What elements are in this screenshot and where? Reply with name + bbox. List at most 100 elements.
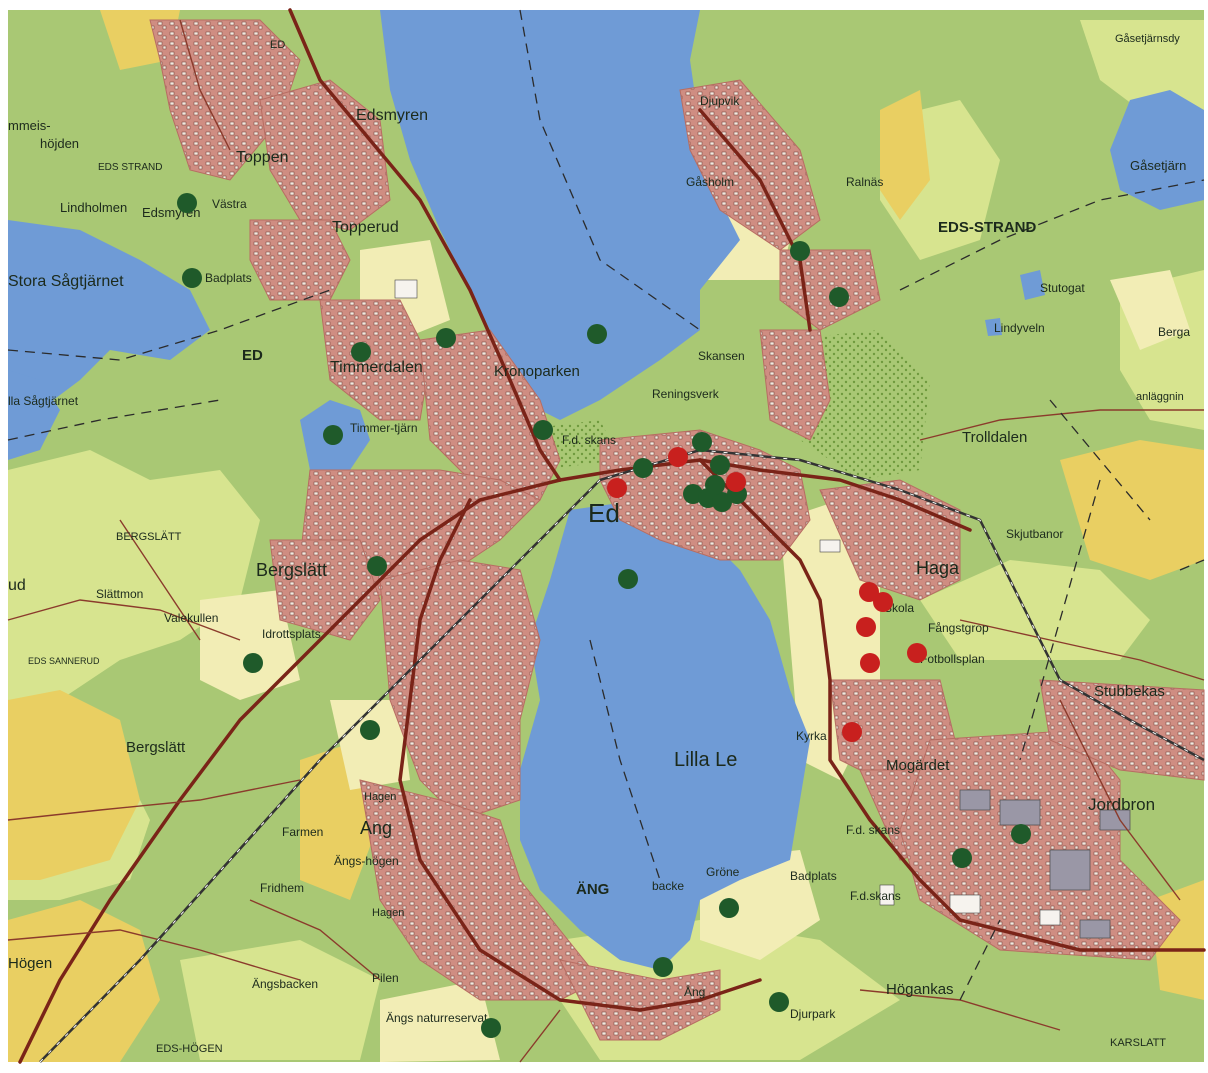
red-marker[interactable] bbox=[726, 472, 746, 492]
red-marker[interactable] bbox=[907, 643, 927, 663]
label-mmeis: mmeis- bbox=[8, 118, 51, 133]
green-marker[interactable] bbox=[710, 455, 730, 475]
pond-lindyveln bbox=[985, 318, 1002, 336]
label-badplats2: Badplats bbox=[790, 869, 837, 883]
label-vastra: Västra bbox=[212, 197, 247, 211]
lake-gasetjarn bbox=[1110, 90, 1204, 210]
green-marker[interactable] bbox=[360, 720, 380, 740]
label-idrottsplats: Idrottsplats bbox=[262, 627, 321, 641]
label-berga: Berga bbox=[1158, 325, 1190, 339]
label-lilla-sagtjarnet: lla Sågtjärnet bbox=[8, 394, 79, 408]
label-ang-big: Ang bbox=[360, 818, 392, 838]
label-karslatt: KARSLATT bbox=[1110, 1037, 1166, 1049]
label-fangstgrop: Fångstgrop bbox=[928, 621, 989, 635]
white-buildings bbox=[394, 279, 1061, 926]
green-marker[interactable] bbox=[692, 432, 712, 452]
green-marker[interactable] bbox=[182, 268, 202, 288]
green-marker[interactable] bbox=[705, 475, 725, 495]
green-marker[interactable] bbox=[769, 992, 789, 1012]
red-marker[interactable] bbox=[859, 582, 879, 602]
label-hogankas: Högankas bbox=[886, 981, 954, 998]
label-reningsverk: Reningsverk bbox=[652, 387, 720, 401]
green-marker[interactable] bbox=[177, 193, 197, 213]
label-eds-hogen: EDS-HÖGEN bbox=[156, 1043, 223, 1055]
label-kyrka: Kyrka bbox=[796, 729, 827, 743]
label-haga: Haga bbox=[916, 558, 960, 578]
green-marker[interactable] bbox=[683, 484, 703, 504]
label-gasholm: Gåsholm bbox=[686, 175, 734, 189]
label-stutogat: Stutogat bbox=[1040, 281, 1085, 295]
lake-lilla-le bbox=[520, 500, 810, 970]
red-marker[interactable] bbox=[856, 617, 876, 637]
green-marker[interactable] bbox=[367, 556, 387, 576]
green-marker[interactable] bbox=[533, 420, 553, 440]
label-angs-naturreservat: Ängs naturreservat bbox=[386, 1011, 488, 1025]
label-hojden: höjden bbox=[40, 136, 79, 151]
label-ed-center: Ed bbox=[588, 498, 620, 528]
green-marker[interactable] bbox=[587, 324, 607, 344]
green-marker[interactable] bbox=[712, 492, 732, 512]
label-angs-hogen: Ängs-högen bbox=[334, 854, 399, 868]
label-aang: Ång bbox=[684, 984, 705, 999]
green-marker[interactable] bbox=[323, 425, 343, 445]
green-marker[interactable] bbox=[481, 1018, 501, 1038]
boundary-lines bbox=[7, 9, 1205, 1001]
label-toppen: Toppen bbox=[236, 149, 289, 166]
label-kronoparken: Kronoparken bbox=[494, 363, 580, 380]
green-marker[interactable] bbox=[243, 653, 263, 673]
label-slattmon: Slättmon bbox=[96, 587, 143, 601]
label-farmen: Farmen bbox=[282, 825, 323, 839]
red-marker[interactable] bbox=[873, 592, 893, 612]
label-jordbron: Jordbron bbox=[1088, 795, 1155, 814]
label-mogardet: Mogärdet bbox=[886, 757, 950, 774]
label-badplats1: Badplats bbox=[205, 271, 252, 285]
green-marker[interactable] bbox=[633, 458, 653, 478]
label-stubbekas: Stubbekas bbox=[1094, 683, 1165, 700]
label-topperud: Topperud bbox=[332, 219, 399, 236]
label-gasetjarnsdy: Gåsetjärnsdy bbox=[1115, 33, 1180, 45]
label-fotbollsplan: Fotbollsplan bbox=[920, 652, 985, 666]
label-gasetjarn: Gåsetjärn bbox=[1130, 158, 1186, 173]
label-ang-cap: ÄNG bbox=[576, 881, 609, 898]
green-marker[interactable] bbox=[790, 241, 810, 261]
label-skansen: Skansen bbox=[698, 349, 745, 363]
red-marker[interactable] bbox=[842, 722, 862, 742]
green-marker[interactable] bbox=[719, 898, 739, 918]
label-djurpark: Djurpark bbox=[790, 1007, 836, 1021]
label-backe: backe bbox=[652, 879, 684, 893]
green-marker[interactable] bbox=[829, 287, 849, 307]
red-marker[interactable] bbox=[860, 653, 880, 673]
main-roads bbox=[18, 8, 1206, 1064]
place-labels: Edsmyren Djupvik Gåsetjärnsdy Gåsetjärn … bbox=[8, 33, 1190, 1055]
label-skjutbanor: Skjutbanor bbox=[1006, 527, 1063, 541]
label-eds-sannerud: EDS SANNERUD bbox=[28, 656, 100, 666]
label-timmerdalen: Timmerdalen bbox=[330, 359, 423, 376]
label-valekullen: Valekullen bbox=[164, 611, 218, 625]
label-angsbacken: Ängsbacken bbox=[252, 977, 318, 991]
green-markers[interactable] bbox=[177, 193, 1031, 1038]
green-marker[interactable] bbox=[952, 848, 972, 868]
label-stora-sagtjarnet: Stora Sågtjärnet bbox=[8, 272, 124, 290]
label-eds-strand-e: EDS-STRAND bbox=[938, 219, 1037, 236]
label-djupvik: Djupvik bbox=[700, 94, 740, 108]
pond-stutogat bbox=[1020, 270, 1045, 300]
green-marker[interactable] bbox=[653, 957, 673, 977]
label-grone: Gröne bbox=[706, 865, 740, 879]
green-marker[interactable] bbox=[618, 569, 638, 589]
label-ralnas: Ralnäs bbox=[846, 175, 883, 189]
label-bergslatt1: Bergslätt bbox=[256, 560, 327, 580]
red-markers[interactable] bbox=[607, 447, 927, 742]
red-marker[interactable] bbox=[607, 478, 627, 498]
red-marker[interactable] bbox=[668, 447, 688, 467]
green-marker[interactable] bbox=[1011, 824, 1031, 844]
lake-lilla-sagtjarnet bbox=[8, 370, 60, 460]
label-lindyveln: Lindyveln bbox=[994, 321, 1045, 335]
green-marker[interactable] bbox=[436, 328, 456, 348]
minor-roads bbox=[7, 19, 1205, 1063]
label-eds-strand-w: EDS STRAND bbox=[98, 162, 162, 173]
label-ud: ud bbox=[8, 577, 26, 594]
label-fridhem: Fridhem bbox=[260, 881, 304, 895]
green-marker[interactable] bbox=[351, 342, 371, 362]
